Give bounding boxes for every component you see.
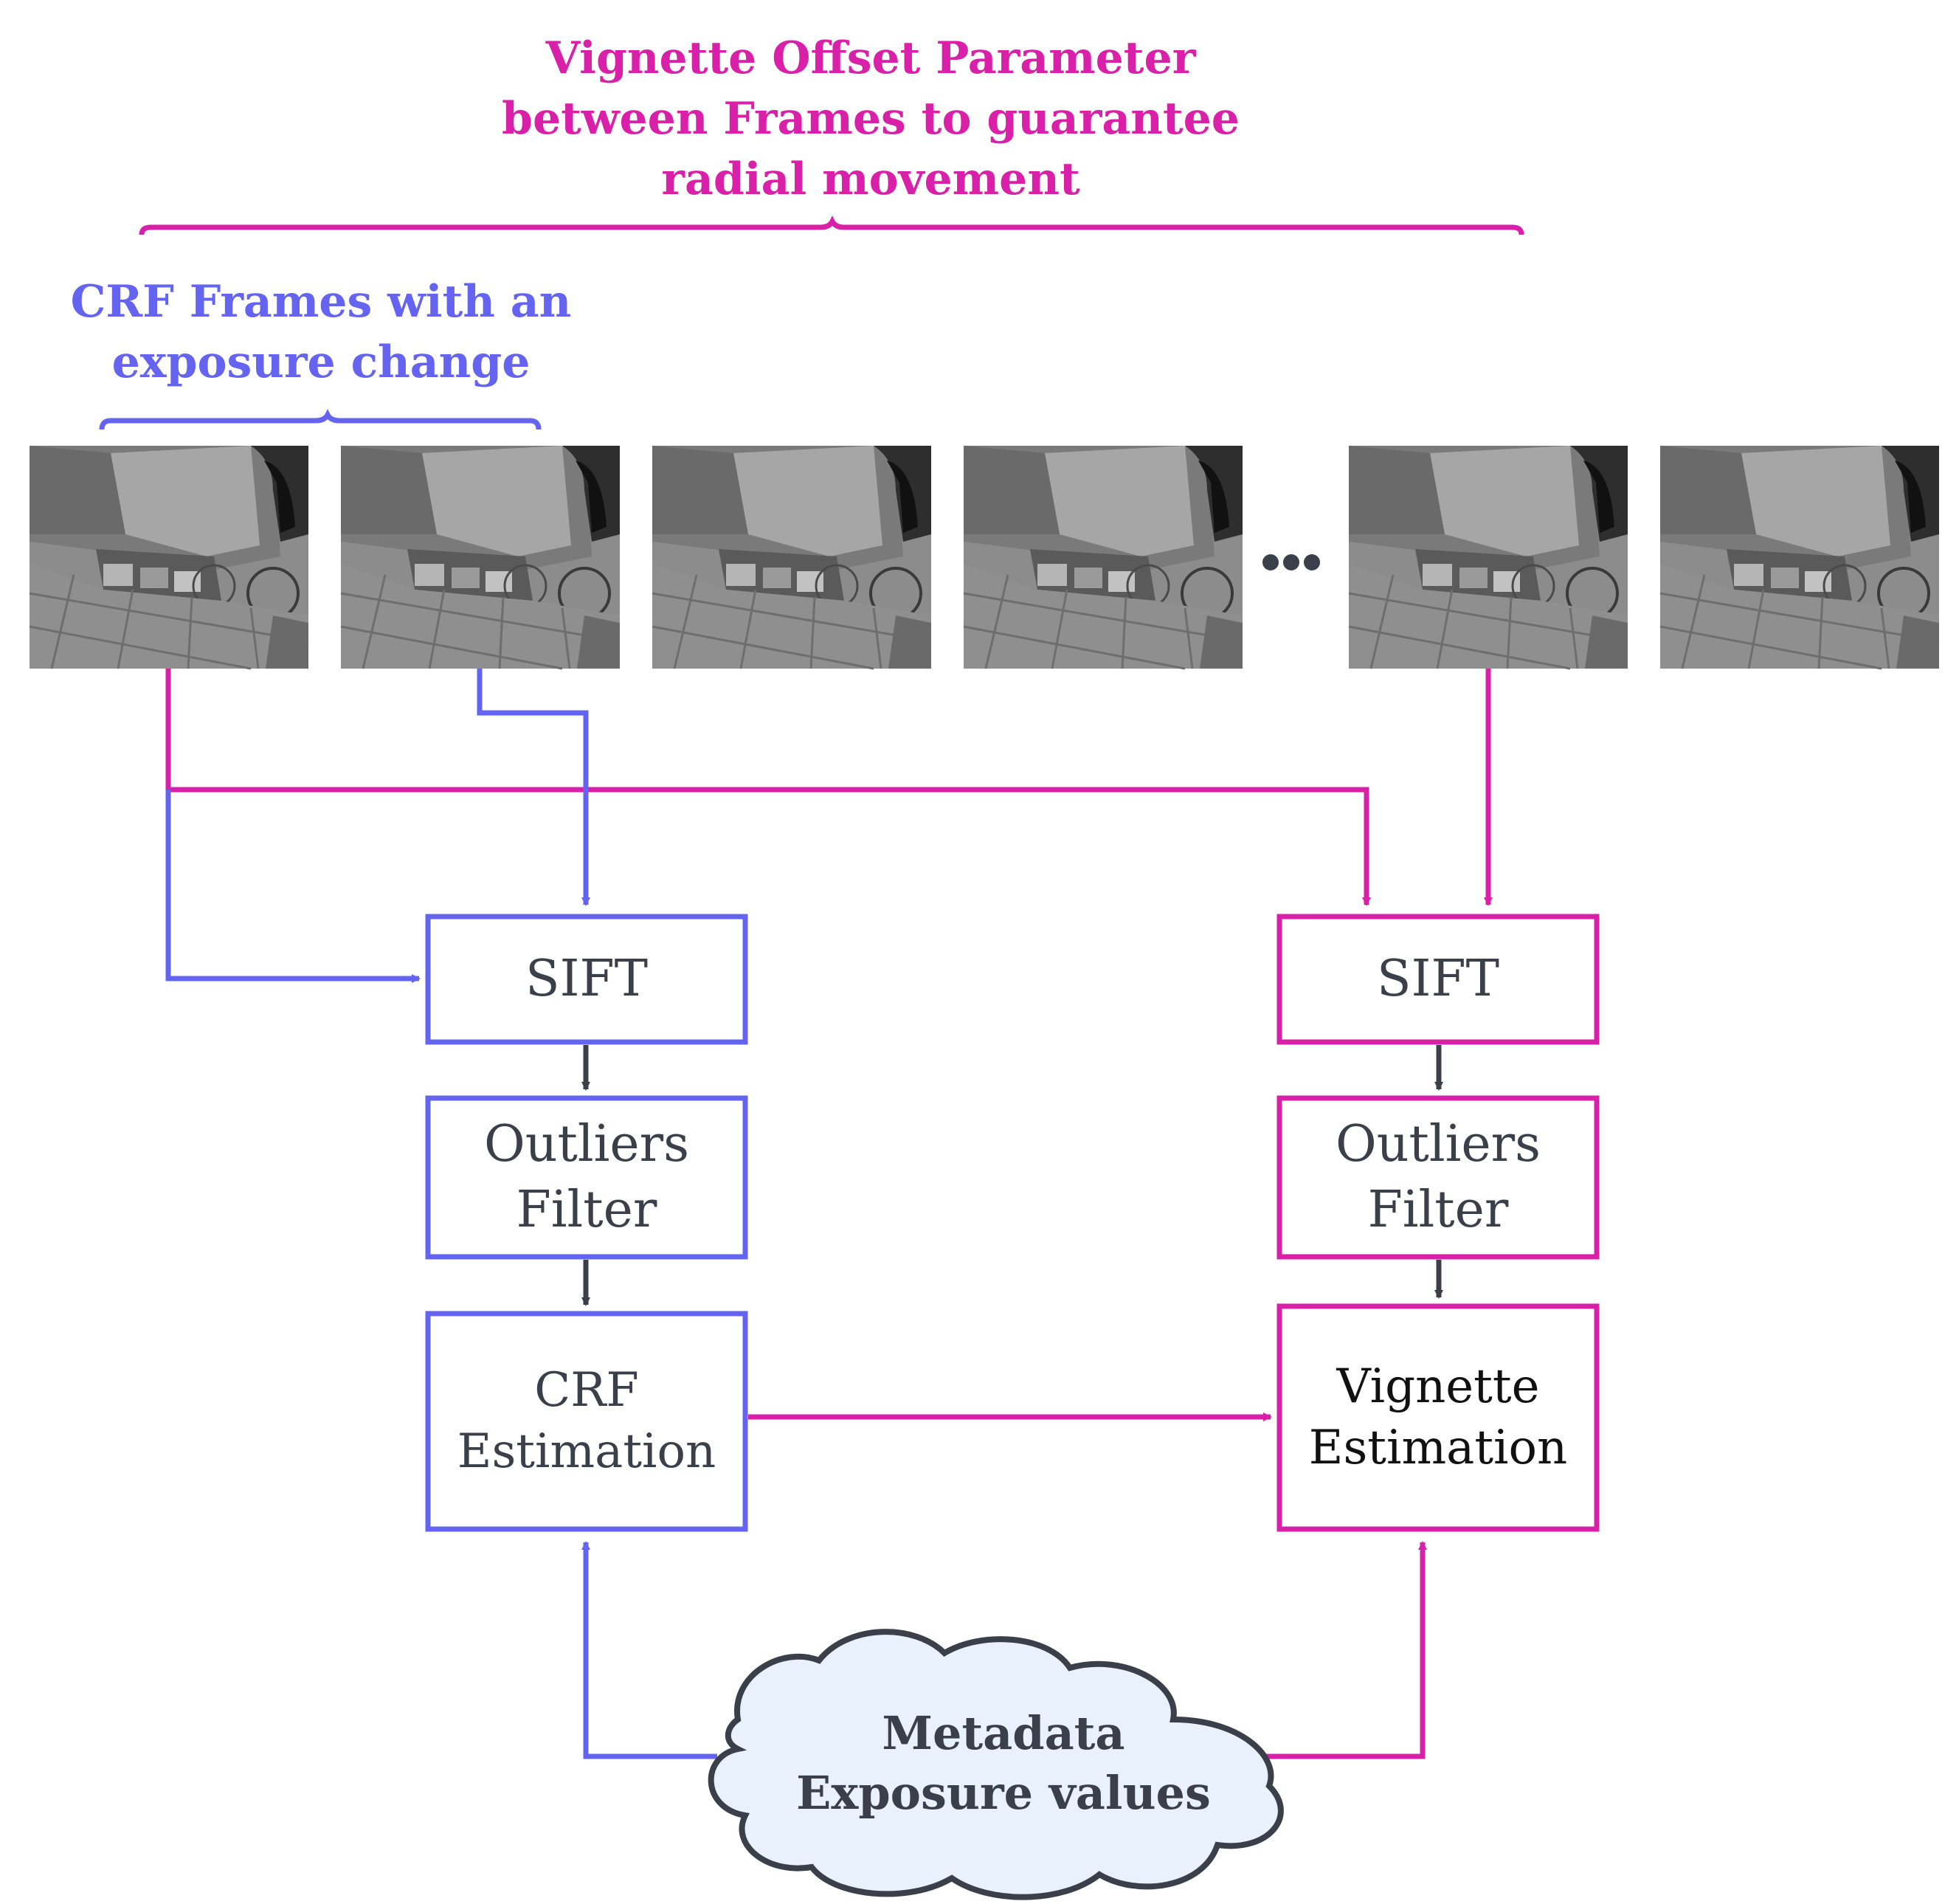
right-estimation-box (1276, 1303, 1600, 1532)
right-outliers-box (1276, 1095, 1600, 1260)
left-outliers-label: Outliers Filter (483, 1115, 689, 1239)
connector-frame1-right-sift (165, 669, 1371, 906)
frame-2 (339, 444, 621, 670)
right-outliers-label: Outliers Filter (1335, 1115, 1541, 1239)
vignette-brace (139, 215, 1524, 235)
left-outliers-box (425, 1095, 748, 1260)
frame-5 (1347, 444, 1629, 670)
frames-group (28, 444, 1941, 670)
frame-3 (651, 444, 933, 670)
metadata-cloud (708, 1629, 1284, 1900)
vignette-offset-label: Vignette Offset Parameter between Frames… (502, 32, 1240, 205)
right-sift-box (1276, 914, 1600, 1045)
left-estimation-box (425, 1311, 748, 1532)
crf-frames-label: CRF Frames with an exposure change (70, 276, 572, 388)
frame-4 (962, 444, 1244, 670)
right-sift-label: SIFT (1377, 949, 1499, 1008)
frame-1 (28, 444, 310, 670)
ellipsis-dots (1262, 554, 1320, 570)
crf-frames-brace (99, 409, 542, 430)
left-estimation-label: CRF Estimation (457, 1362, 716, 1479)
connector-metadata-crf (581, 1541, 717, 1759)
left-sift-label: SIFT (525, 949, 648, 1008)
connector-metadata-vignette (1254, 1541, 1427, 1759)
frame-6 (1659, 444, 1941, 670)
connector-frame1-left-sift (165, 790, 421, 983)
connector-frame2-left-sift (477, 669, 590, 906)
left-sift-box (425, 914, 748, 1045)
right-estimation-label: Vignette Estimation (1308, 1359, 1568, 1475)
metadata-label: Metadata Exposure values (796, 1706, 1211, 1820)
